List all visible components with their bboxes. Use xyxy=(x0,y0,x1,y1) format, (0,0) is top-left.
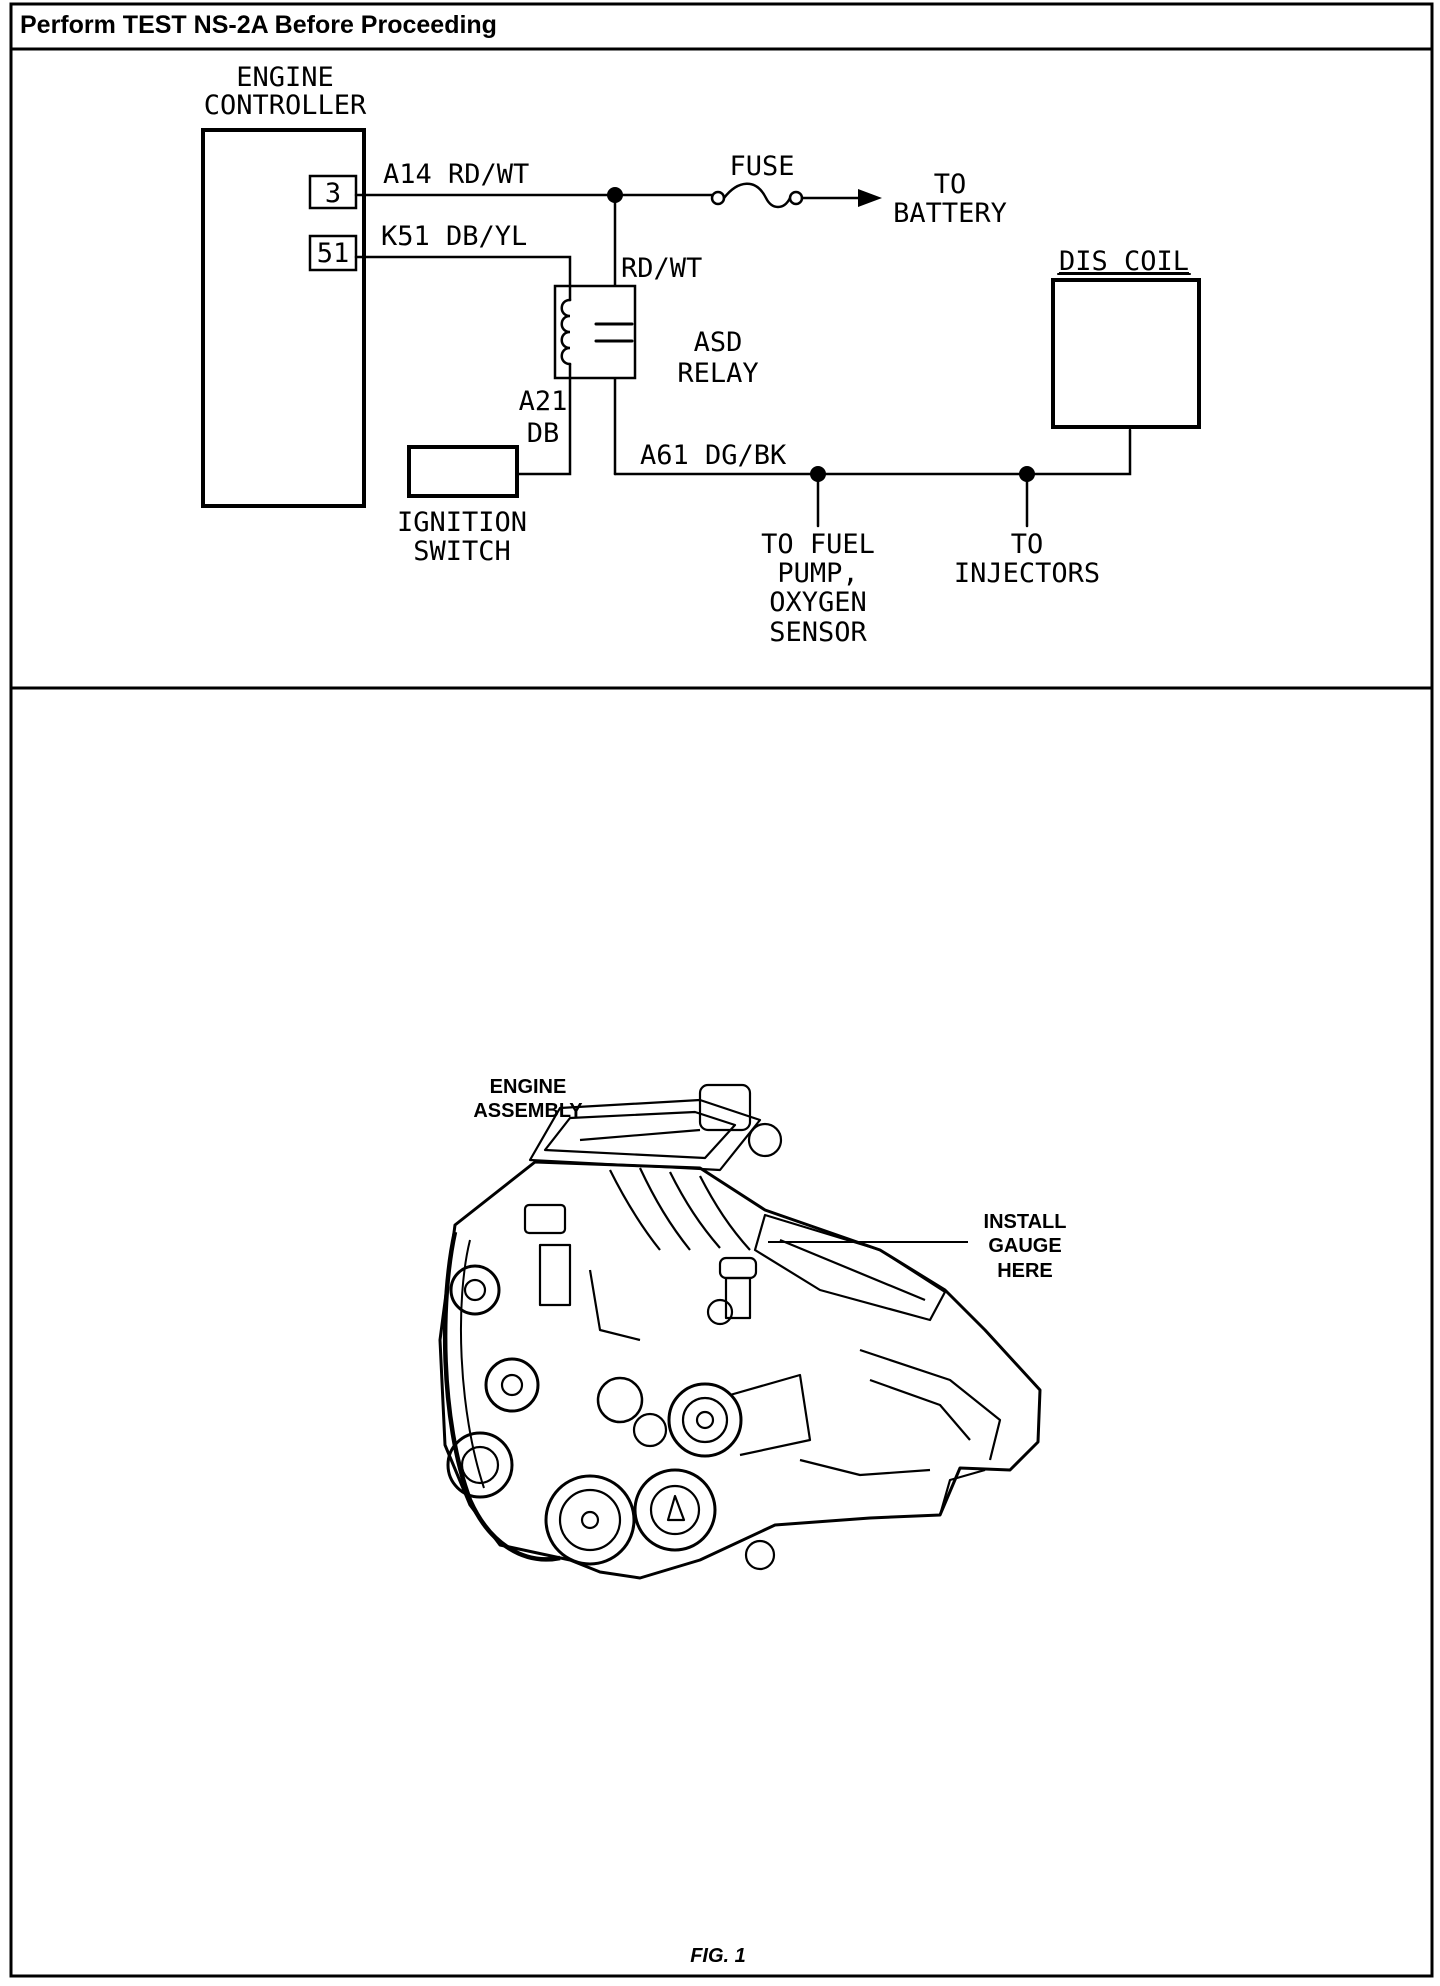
wire-a61 xyxy=(613,428,1132,476)
to-injectors-label-2: INJECTORS xyxy=(954,558,1100,589)
wire-a21-label-1: A21 xyxy=(519,386,568,417)
wiring-schematic: ENGINE CONTROLLER 3 51 A14 RD/WT FUSE TO… xyxy=(201,62,1201,648)
wire-a21-label-2: DB xyxy=(527,418,560,449)
wire-k51 xyxy=(354,255,572,288)
dis-coil-box xyxy=(1051,278,1201,429)
to-fuel-pump-label-1: TO FUEL xyxy=(761,529,875,560)
to-fuel-pump-label-4: SENSOR xyxy=(769,617,867,648)
engine-assembly-label-1: ENGINE xyxy=(490,1076,567,1098)
ignition-switch-label-1: IGNITION xyxy=(397,507,527,538)
engine-controller-box xyxy=(201,128,366,508)
install-gauge-label-1: INSTALL xyxy=(984,1211,1067,1233)
ignition-switch-box xyxy=(407,445,519,498)
to-injectors-label-1: TO xyxy=(1011,529,1044,560)
wire-rdwt-label: RD/WT xyxy=(621,253,702,284)
fuse-element xyxy=(722,182,792,209)
wire-k51-label: K51 DB/YL xyxy=(381,221,527,252)
install-gauge-label-3: HERE xyxy=(997,1260,1053,1282)
asd-relay-label-2: RELAY xyxy=(677,358,758,389)
engine-controller-label-2: CONTROLLER xyxy=(204,90,367,121)
fuse-terminal-right xyxy=(788,190,804,206)
header-title: Perform TEST NS-2A Before Proceeding xyxy=(20,11,497,39)
pin-51-box xyxy=(308,234,358,272)
pin-3-box xyxy=(308,174,358,210)
to-fuel-pump-label-2: PUMP, xyxy=(777,558,858,589)
wire-a21 xyxy=(515,376,572,476)
page-border xyxy=(9,2,1434,1978)
engine-assembly-label-2: ASSEMBLY xyxy=(473,1100,583,1122)
install-gauge-label-2: GAUGE xyxy=(988,1235,1061,1257)
to-battery-label-1: TO xyxy=(934,169,967,200)
pin-51-label: 51 xyxy=(317,238,350,269)
wire-a61-label: A61 DG/BK xyxy=(640,440,787,471)
fuse-label: FUSE xyxy=(729,151,794,182)
asd-relay-label-1: ASD xyxy=(694,327,743,358)
figure-caption: FIG. 1 xyxy=(690,1945,746,1967)
fuse-terminal-left xyxy=(710,190,726,206)
pin-3-label: 3 xyxy=(325,178,341,209)
ignition-switch-label-2: SWITCH xyxy=(413,536,511,567)
to-battery-label-2: BATTERY xyxy=(893,198,1007,229)
battery-arrow xyxy=(858,189,882,207)
engine-controller-label-1: ENGINE xyxy=(236,62,334,93)
to-fuel-pump-label-3: OXYGEN xyxy=(769,587,867,618)
wire-a14-label: A14 RD/WT xyxy=(383,159,529,190)
relay-coil xyxy=(560,298,572,366)
engine-assembly-drawing xyxy=(438,1083,1042,1580)
dis-coil-label: DIS COIL xyxy=(1059,246,1189,277)
